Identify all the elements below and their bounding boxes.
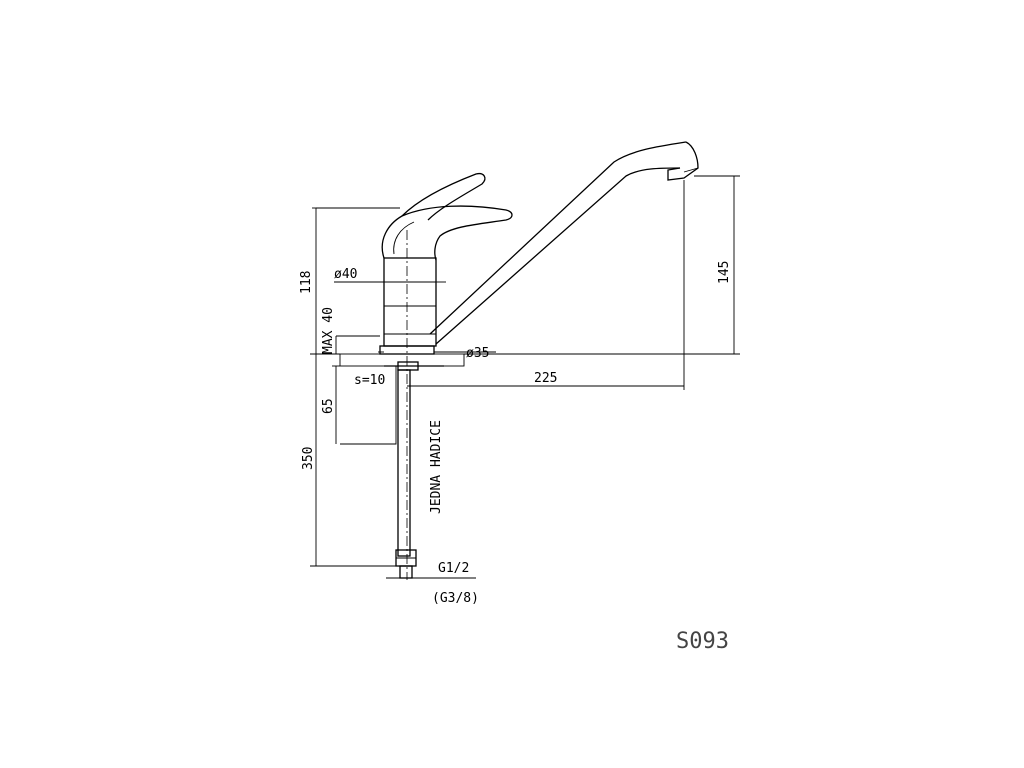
label-65: 65 — [321, 398, 336, 414]
hose — [395, 369, 417, 579]
dimension-225 — [407, 180, 685, 390]
label-350: 350 — [301, 447, 316, 470]
label-225: 225 — [534, 371, 557, 386]
label-145: 145 — [717, 261, 732, 284]
label-d35: ø35 — [466, 346, 489, 361]
label-max40: MAX 40 — [321, 307, 336, 354]
lever-handle — [381, 172, 513, 261]
label-s10: s=10 — [354, 373, 385, 388]
spout — [429, 141, 699, 345]
label-118: 118 — [299, 271, 314, 294]
label-thread-primary: G1/2 — [438, 561, 469, 576]
product-code: S093 — [676, 629, 729, 654]
left-dimensions — [310, 207, 400, 567]
label-jedna-hadice: JEDNA HADICE — [429, 420, 444, 514]
mounting-plate — [339, 353, 465, 371]
mounting-stud — [340, 366, 397, 445]
label-thread-alternate: (G3/8) — [432, 591, 479, 606]
mixer-body — [379, 257, 437, 355]
label-d40: ø40 — [334, 267, 357, 282]
dimension-145 — [464, 175, 740, 355]
